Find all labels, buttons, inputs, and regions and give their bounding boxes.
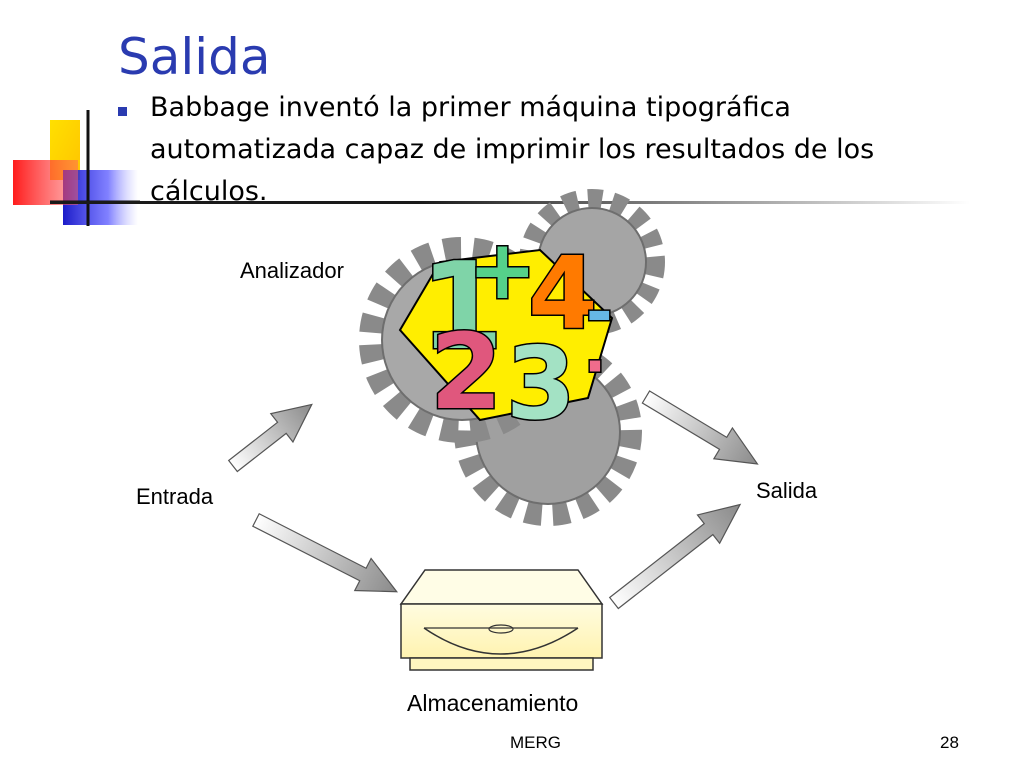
arrow-storage-to-output bbox=[608, 503, 742, 610]
arrow-input-to-analyzer bbox=[227, 403, 313, 473]
digit-one-glyph: 1 bbox=[420, 238, 504, 377]
digit-four-glyph: 4 bbox=[528, 235, 598, 352]
dot-glyph: · bbox=[584, 332, 606, 400]
title-divider bbox=[50, 201, 970, 204]
slide-title: Salida bbox=[118, 28, 271, 86]
page-number: 28 bbox=[940, 733, 959, 752]
analyzer-label: Analizador bbox=[240, 258, 344, 283]
input-label: Entrada bbox=[136, 484, 214, 509]
digit-three-glyph: 3 bbox=[506, 325, 576, 442]
bullet-text: Babbage inventó la primer máquina tipogr… bbox=[150, 92, 875, 207]
digit-two-glyph: 2 bbox=[430, 311, 502, 433]
minus-glyph: - bbox=[586, 276, 613, 350]
arrow-analyzer-to-output bbox=[641, 390, 759, 465]
bullet-marker bbox=[118, 107, 127, 116]
plus-glyph: + bbox=[468, 223, 537, 318]
output-label: Salida bbox=[756, 478, 818, 503]
footer-author: MERG bbox=[510, 733, 561, 752]
storage-drive-icon bbox=[399, 569, 604, 671]
storage-label: Almacenamiento bbox=[407, 690, 579, 716]
deco-red-square bbox=[13, 160, 78, 205]
analyzer-hexagon bbox=[398, 248, 614, 422]
arrow-input-to-storage bbox=[252, 512, 399, 593]
